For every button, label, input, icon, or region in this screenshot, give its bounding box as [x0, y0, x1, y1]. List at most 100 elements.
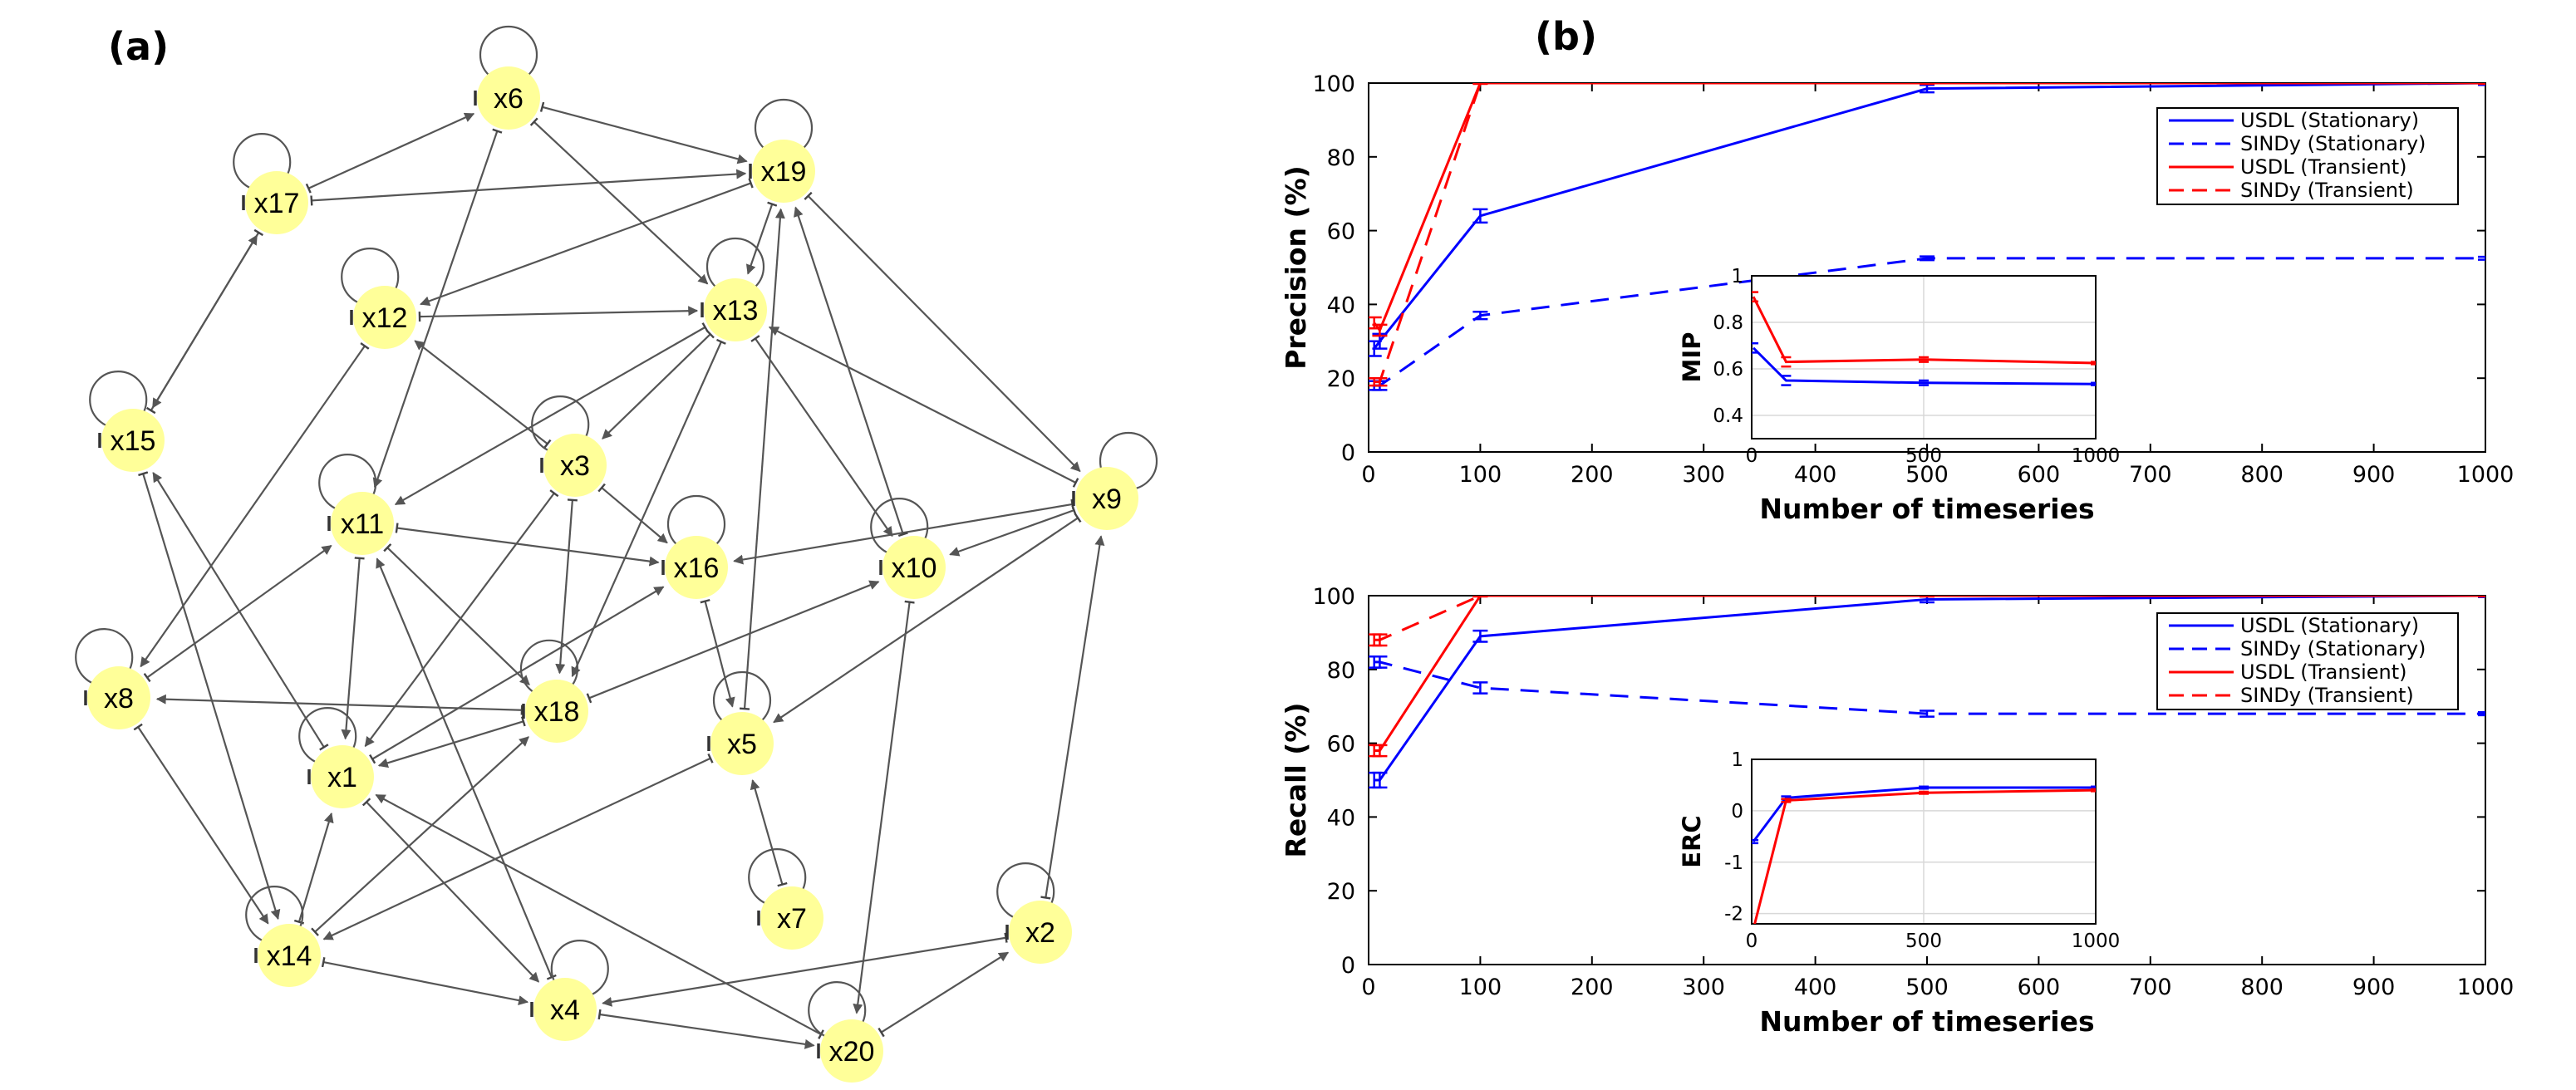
x-tick-label: 1000: [2457, 462, 2515, 488]
panel-b-label: (b): [1535, 14, 1597, 59]
x-tick-label: 700: [2129, 975, 2172, 1000]
x-tick-label: 800: [2240, 975, 2283, 1000]
node-label-x12: x12: [362, 302, 408, 334]
legend-entry: USDL (Stationary): [2240, 614, 2419, 637]
edge-x14-x4: [321, 956, 529, 1005]
x-tick-label: 700: [2129, 462, 2172, 488]
edge-x19-x12: [420, 178, 754, 307]
inset-y-tick-label: 0.8: [1713, 312, 1743, 334]
inset-series-line-1: [1753, 788, 2096, 924]
inset-y-tick-label: 0.4: [1713, 405, 1743, 427]
x-tick-label: 100: [1459, 975, 1502, 1000]
edge-x10-x19: [794, 206, 908, 538]
x-tick-label: 500: [1905, 975, 1949, 1000]
inset-x-tick-label: 500: [1905, 930, 1942, 952]
inset-y-tick-label: -1: [1724, 852, 1743, 874]
y-tick-label: 80: [1327, 658, 1355, 684]
y-tick-label: 20: [1327, 879, 1355, 905]
series-line-2: [1374, 596, 2485, 752]
inset-x-tick-label: 0: [1746, 445, 1758, 467]
legend: [2156, 107, 2459, 205]
x-tick-label: 300: [1682, 462, 1725, 488]
series-group: [1369, 83, 2485, 391]
series-line-1: [1374, 660, 2485, 715]
legend-entry: USDL (Transient): [2240, 155, 2406, 179]
inset-y-tick-label: 1: [1731, 266, 1743, 287]
inset-y-axis-title: ERC: [1678, 815, 1706, 867]
node-label-x14: x14: [267, 940, 312, 972]
y-axis-title: Precision (%): [1280, 165, 1312, 370]
x-tick-label: 500: [1905, 462, 1949, 488]
node-x2: [1009, 901, 1072, 964]
edge-x16-x5: [700, 598, 735, 708]
series-line-3: [1374, 596, 2485, 641]
edge-x11-x18: [383, 543, 530, 685]
edge-x1-x16: [369, 586, 665, 764]
node-x6: [477, 66, 540, 130]
node-x8: [87, 666, 150, 729]
node-label-x15: x15: [111, 425, 156, 457]
edge-x12-x13: [418, 306, 699, 322]
node-x3: [543, 434, 607, 497]
y-tick-label: 0: [1341, 440, 1355, 466]
edge-x1-x15: [152, 472, 329, 751]
edge-x14-x1: [293, 812, 334, 925]
inset-y-tick-label: 0.6: [1713, 359, 1743, 381]
series-group: [1369, 596, 2485, 789]
node-label-x7: x7: [777, 903, 807, 935]
edge-x8-x14: [133, 723, 269, 925]
node-x16: [665, 536, 728, 599]
edge-x13-x3: [602, 330, 715, 439]
edge-x13-x18: [571, 338, 726, 678]
node-x20: [820, 1019, 883, 1083]
x-tick-label: 600: [2018, 462, 2061, 488]
node-x9: [1075, 467, 1138, 530]
node-label-x5: x5: [727, 729, 757, 760]
edge-x10-x20: [853, 600, 915, 1014]
y-tick-label: 20: [1327, 366, 1355, 392]
y-axis-title: Recall (%): [1280, 703, 1312, 858]
legend-entry: SINDy (Transient): [2240, 179, 2414, 202]
node-label-x17: x17: [254, 188, 300, 219]
x-axis-title: Number of timeseries: [1759, 493, 2094, 525]
edge-x5-x14: [322, 753, 714, 940]
edge-x17-x19: [310, 169, 747, 206]
inset-x-tick-label: 0: [1746, 930, 1758, 952]
y-tick-label: 40: [1327, 292, 1355, 318]
edge-x14-x18: [311, 736, 529, 936]
x-tick-label: 400: [1794, 975, 1837, 1000]
y-tick-label: 100: [1312, 71, 1355, 97]
node-x10: [882, 536, 946, 599]
series-line-3: [1374, 83, 2485, 384]
edge-x9-x13: [768, 326, 1079, 488]
node-x15: [101, 409, 165, 472]
y-tick-label: 60: [1327, 219, 1355, 245]
panel-a-label: (a): [108, 24, 169, 69]
legend-entry: SINDy (Stationary): [2240, 132, 2426, 155]
x-tick-label: 100: [1459, 462, 1502, 488]
node-x7: [760, 886, 823, 950]
node-x1: [311, 745, 374, 808]
node-x17: [245, 171, 308, 234]
inset-frame: [1751, 275, 2097, 439]
node-x5: [710, 712, 774, 775]
edge-x11-x1: [341, 557, 365, 740]
x-tick-label: 900: [2352, 975, 2396, 1000]
edge-x20-x2: [878, 951, 1010, 1038]
node-x19: [752, 140, 815, 203]
node-label-x13: x13: [713, 295, 759, 327]
x-tick-label: 900: [2352, 462, 2396, 488]
node-label-x8: x8: [104, 683, 134, 714]
node-label-x4: x4: [550, 994, 580, 1026]
x-tick-label: 300: [1682, 975, 1725, 1000]
node-label-x1: x1: [327, 762, 357, 793]
node-label-x16: x16: [674, 552, 720, 584]
node-label-x11: x11: [341, 508, 384, 540]
node-label-x19: x19: [761, 156, 807, 188]
edge-x5-x19: [739, 208, 785, 710]
inset-x-tick-label: 1000: [2072, 445, 2121, 467]
legend-entry: USDL (Stationary): [2240, 109, 2419, 132]
